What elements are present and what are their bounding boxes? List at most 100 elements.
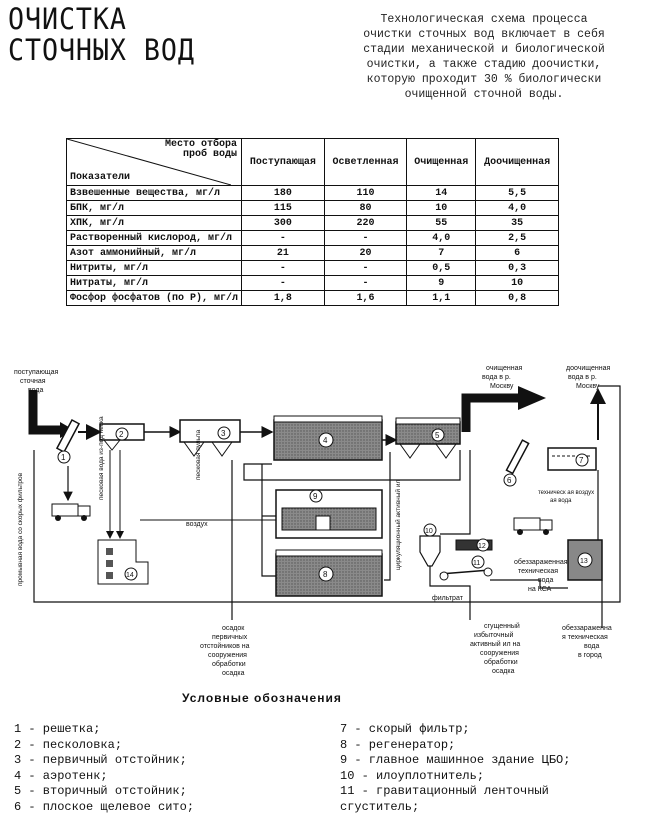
table-cell: 20: [324, 246, 407, 261]
legend-right: 7 - скорый фильтр; 8 - регенератор; 9 - …: [340, 722, 640, 815]
table-cell: 9: [407, 276, 476, 291]
svg-text:3: 3: [221, 429, 226, 438]
row-label: Нитраты, мг/л: [67, 276, 242, 291]
treated-water-arrow: [466, 386, 546, 432]
svg-text:9: 9: [313, 492, 318, 501]
column-header: Очищенная: [407, 139, 476, 186]
table-cell: 115: [242, 201, 325, 216]
table-cell: 110: [324, 186, 407, 201]
legend-item: 2 - песколовка;: [14, 738, 324, 754]
label-sand-pulp: песковая пульпа: [195, 429, 202, 480]
table-cell: -: [242, 261, 325, 276]
row-label: Азот аммонийный, мг/л: [67, 246, 242, 261]
table-cell: 220: [324, 216, 407, 231]
building-14: 14: [98, 540, 148, 584]
legend-item: 4 - аэротенк;: [14, 769, 324, 785]
table-cell: 35: [476, 216, 559, 231]
legend-item: 10 - илоуплотнитель;: [340, 769, 640, 785]
water-quality-table: Место отбора проб воды Показатели Поступ…: [66, 138, 559, 306]
label-sand-water: песковая вода из-под песка: [98, 416, 105, 500]
machine-building-9: 9: [276, 490, 382, 538]
table-header-row: Место отбора проб воды Показатели Поступ…: [67, 139, 559, 186]
table-cell: 4,0: [407, 231, 476, 246]
table-corner-header: Место отбора проб воды Показатели: [67, 139, 242, 186]
table-cell: 5,5: [476, 186, 559, 201]
truck-icon: [514, 518, 552, 535]
table-cell: -: [324, 276, 407, 291]
column-header: Осветленная: [324, 139, 407, 186]
table-cell: 4,0: [476, 201, 559, 216]
table-cell: -: [324, 261, 407, 276]
intro-line: очищенной сточной воды.: [328, 87, 640, 102]
intro-line: стадии механической и биологической: [328, 42, 640, 57]
intro-line: очистки, а также стадию доочистки,: [328, 57, 640, 72]
table-cell: -: [242, 276, 325, 291]
table-cell: 10: [476, 276, 559, 291]
fast-filter-7: 7: [548, 448, 596, 470]
svg-text:1: 1: [61, 453, 66, 462]
page-title-line: ОЧИСТКА: [8, 4, 220, 35]
row-label: Нитриты, мг/л: [67, 261, 242, 276]
table-cell: 0,8: [476, 291, 559, 306]
row-label: Растворенный кислород, мг/л: [67, 231, 242, 246]
column-header: Доочищенная: [476, 139, 559, 186]
legend-item: 11 - гравитационный ленточный: [340, 784, 640, 800]
svg-text:5: 5: [435, 431, 440, 440]
svg-text:7: 7: [579, 456, 584, 465]
label-circ-sludge: циркуляционный активный ил: [394, 480, 402, 570]
intro-line: которую проходит 30 % биологически: [328, 72, 640, 87]
thickener-10: 10: [420, 524, 440, 566]
column-header: Поступающая: [242, 139, 325, 186]
svg-text:11: 11: [473, 560, 480, 567]
table-cell: 1,8: [242, 291, 325, 306]
table-cell: 2,5: [476, 231, 559, 246]
legend-item: 9 - главное машинное здание ЦБО;: [340, 753, 640, 769]
secondary-settler-5: 5: [396, 418, 460, 458]
truck-icon: [52, 504, 90, 521]
table-cell: 21: [242, 246, 325, 261]
regenerator-8: 8: [276, 550, 382, 596]
table-cell: 1,6: [324, 291, 407, 306]
table-cell: 6: [476, 246, 559, 261]
label-wash-water: промывная вода со скорых фильтров: [17, 472, 24, 586]
table-cell: 180: [242, 186, 325, 201]
sand-trap-2: 2: [100, 424, 144, 450]
disinfection-13: 13: [568, 540, 602, 580]
legend-item: 7 - скорый фильтр;: [340, 722, 640, 738]
legend-item: 1 - решетка;: [14, 722, 324, 738]
label-air: воздух: [186, 521, 208, 528]
table-cell: 55: [407, 216, 476, 231]
legend-item: 3 - первичный отстойник;: [14, 753, 324, 769]
svg-text:8: 8: [323, 570, 328, 579]
legend-item: 6 - плоское щелевое сито;: [14, 800, 324, 815]
legend-title: Условные обозначения: [182, 691, 342, 705]
page-title: ОЧИСТКА СТОЧНЫХ ВОД: [8, 4, 220, 66]
svg-text:14: 14: [126, 572, 134, 579]
unit-12: 12: [456, 539, 492, 551]
svg-text:13: 13: [580, 558, 588, 565]
intro-line: Технологическая схема процесса: [328, 12, 640, 27]
intro-line: очистки сточных вод включает в себя: [328, 27, 640, 42]
intro-paragraph: Технологическая схема процесса очистки с…: [328, 12, 640, 102]
sample-point-header: Место отбора проб воды: [137, 140, 237, 160]
table-cell: 10: [407, 201, 476, 216]
row-label: ХПК, мг/л: [67, 216, 242, 231]
legend-left: 1 - решетка; 2 - песколовка; 3 - первичн…: [14, 722, 324, 815]
svg-text:4: 4: [323, 436, 328, 445]
table-cell: 14: [407, 186, 476, 201]
svg-text:10: 10: [425, 528, 433, 535]
belt-thickener-11: 11: [440, 556, 492, 580]
svg-text:6: 6: [507, 476, 512, 485]
